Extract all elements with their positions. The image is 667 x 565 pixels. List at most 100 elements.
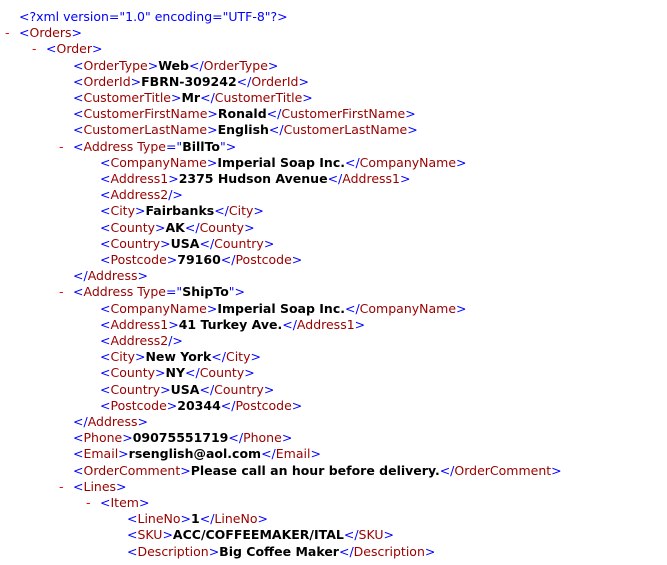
tag-bracket: <	[100, 219, 111, 235]
tag-bracket: <	[100, 171, 111, 186]
tag-bracket: </	[199, 381, 215, 397]
tag-name: Country	[110, 235, 161, 251]
text-value: Fairbanks	[145, 203, 215, 219]
tag-name: LineNo	[137, 511, 181, 527]
text-value: 2375 Hudson Avenue	[178, 171, 328, 186]
attribute-name: Type	[133, 138, 166, 154]
xml-line-content: <CustomerLastName>English</CustomerLastN…	[73, 122, 418, 138]
tag-bracket: ="	[165, 138, 183, 154]
xml-line-content: <OrderComment>Please call an hour before…	[73, 463, 562, 479]
tag-bracket: >	[206, 154, 218, 170]
tag-bracket: >	[244, 219, 255, 235]
tag-name: CustomerLastName	[83, 122, 208, 138]
tag-name: Address1	[296, 316, 355, 332]
text-value: USA	[170, 235, 200, 251]
tag-bracket: <	[100, 333, 111, 348]
tag-name: Address2	[110, 187, 169, 203]
tag-bracket: >	[138, 495, 150, 510]
tag-bracket: >	[118, 446, 129, 462]
text-value: 41 Turkey Ave.	[178, 316, 283, 332]
tag-bracket: </	[439, 462, 455, 478]
tag-bracket: >	[171, 90, 182, 105]
tag-bracket: >	[116, 478, 127, 494]
tag-bracket: </	[211, 349, 226, 365]
text-value: Imperial Soap Inc.	[217, 154, 345, 170]
tag-bracket: </	[185, 365, 200, 381]
attribute-name: Type	[133, 284, 166, 300]
tag-bracket: </	[236, 73, 252, 89]
collapse-toggle[interactable]: -	[86, 495, 91, 510]
tag-name: Postcode	[235, 397, 292, 413]
tag-bracket: <	[127, 511, 138, 527]
xml-line-content: <LineNo>1</LineNo>	[127, 511, 268, 527]
tag-bracket: >	[244, 365, 255, 381]
tag-name: CustomerTitle	[214, 90, 303, 105]
tag-name: Orders	[29, 25, 72, 41]
text-value: Please call an hour before delivery.	[190, 462, 440, 478]
tag-bracket: >	[281, 430, 293, 446]
tag-name: OrderType	[203, 57, 268, 73]
tag-bracket: >	[168, 316, 179, 332]
tag-bracket: >	[298, 73, 309, 89]
tag-bracket: </	[73, 268, 88, 284]
tag-name: LineNo	[214, 511, 258, 527]
tag-bracket: />	[168, 333, 183, 348]
text-value: AK	[165, 219, 185, 235]
tag-bracket: </	[199, 511, 215, 527]
tag-bracket: >	[405, 106, 416, 122]
tag-name: Address1	[110, 171, 169, 186]
tag-bracket: >	[250, 349, 261, 365]
xml-line-content: <CustomerTitle>Mr</CustomerTitle>	[73, 90, 313, 106]
tag-bracket: </	[184, 219, 200, 235]
xml-line-content: <Item>	[100, 495, 149, 511]
xml-line-content: <Country>USA</Country>	[100, 382, 274, 398]
xml-line-content: <Postcode>20344</Postcode>	[100, 398, 302, 414]
attribute-value: BillTo	[182, 138, 221, 154]
tag-bracket: />	[168, 187, 183, 203]
tag-bracket: <	[100, 316, 111, 332]
xml-line-content: <Address1>2375 Hudson Avenue</Address1>	[100, 171, 410, 187]
tag-bracket: </	[228, 430, 244, 446]
tag-name: Phone	[243, 430, 282, 446]
tag-bracket: <	[100, 187, 111, 203]
tag-bracket: >	[130, 73, 142, 89]
tag-bracket: >	[253, 203, 264, 219]
tag-bracket: >	[206, 300, 218, 316]
tag-name: Description	[353, 543, 425, 559]
tag-name: OrderId	[83, 73, 131, 89]
tag-bracket: <	[100, 381, 111, 397]
text-value: Big Coffee Maker	[219, 543, 339, 559]
tag-bracket: >	[354, 316, 366, 332]
tag-name: CompanyName	[359, 154, 457, 170]
tag-name: Postcode	[110, 252, 167, 267]
tag-name: County	[199, 365, 245, 381]
text-value: FBRN-309242	[141, 73, 237, 89]
collapse-toggle[interactable]: -	[59, 478, 64, 494]
xml-line-content: <Address Type="BillTo">	[73, 139, 236, 155]
tag-bracket: >	[166, 397, 178, 413]
tag-bracket: >	[92, 41, 103, 57]
tag-bracket: >	[137, 414, 148, 429]
tag-name: CompanyName	[359, 300, 457, 316]
collapse-toggle[interactable]: -	[59, 138, 64, 154]
tag-bracket: >	[137, 268, 148, 284]
tag-bracket: >	[302, 90, 313, 105]
xml-line-content: <Postcode>79160</Postcode>	[100, 252, 302, 268]
tag-bracket: </	[282, 316, 297, 332]
collapse-toggle[interactable]: -	[59, 284, 64, 300]
tag-bracket: </	[220, 397, 236, 413]
tag-name: City	[110, 203, 135, 219]
tag-bracket: >	[180, 462, 191, 478]
tag-bracket: </	[327, 171, 343, 186]
tag-bracket: </	[343, 527, 359, 543]
collapse-toggle[interactable]: -	[5, 25, 10, 41]
tag-name: Phone	[83, 430, 123, 446]
tag-name: OrderId	[251, 73, 299, 89]
text-value: 20344	[177, 397, 221, 413]
collapse-toggle[interactable]: -	[32, 41, 37, 57]
xml-line-content: <Phone>09075551719</Phone>	[73, 430, 292, 446]
tag-bracket: <	[19, 25, 30, 41]
tag-name: Address	[83, 138, 134, 154]
tag-name: CompanyName	[110, 154, 207, 170]
xml-line-content: <Address2/>	[100, 333, 183, 349]
